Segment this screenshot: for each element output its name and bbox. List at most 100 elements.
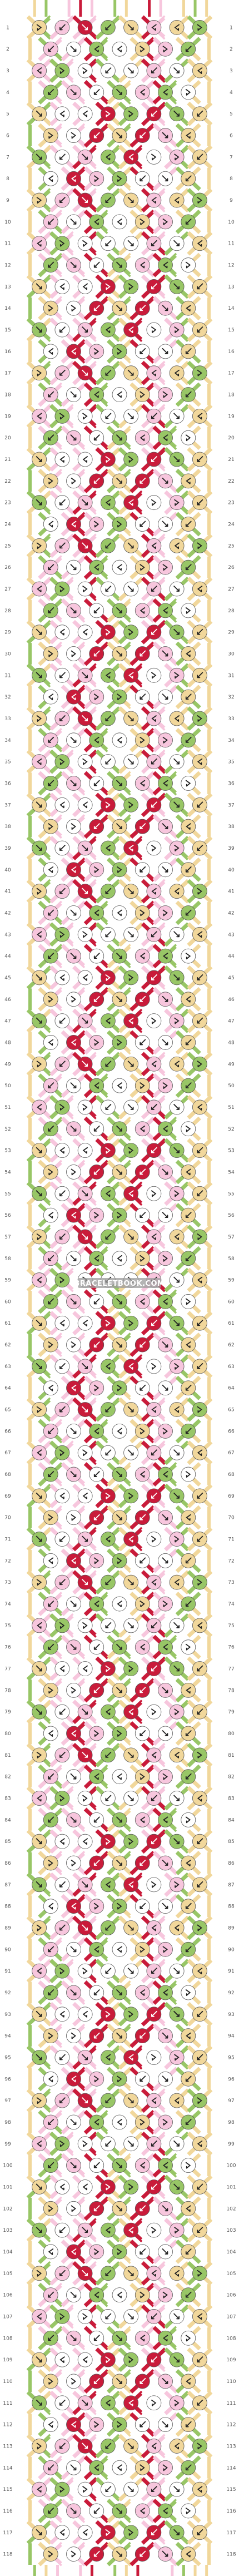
backward-forward-icon (105, 1708, 111, 1716)
backward-forward-icon (59, 110, 65, 117)
knot (112, 689, 127, 705)
arrow-down-left-icon (185, 348, 192, 354)
knot (89, 1726, 104, 1741)
backward-forward-icon (48, 521, 54, 528)
arrow-down-left-icon (105, 240, 112, 246)
arrow-down-left-icon (105, 586, 112, 592)
arrow-down-left-icon (105, 413, 112, 419)
backward-forward-icon (174, 542, 180, 549)
arrow-down-left-icon (93, 132, 100, 138)
backward-forward-icon (82, 283, 88, 290)
arrow-down-right-icon (82, 1708, 88, 1715)
arrow-down-left-icon (93, 1514, 100, 1520)
knot (54, 106, 70, 122)
backward-forward-icon (59, 628, 65, 636)
arrow-down-left-icon (151, 1449, 157, 1456)
forward-backward-icon (151, 153, 157, 161)
knot (100, 1488, 116, 1504)
backward-forward-icon (94, 736, 99, 744)
knot (135, 1639, 150, 1655)
arrow-down-right-icon (127, 1579, 134, 1586)
arrow-down-right-icon (82, 326, 88, 333)
backward-forward-icon (37, 931, 42, 938)
forward-backward-icon (162, 1255, 168, 1262)
backward-forward-icon (186, 1514, 191, 1521)
backward-forward-icon (37, 413, 42, 420)
arrow-down-right-icon (116, 1514, 122, 1520)
arrow-down-right-icon (82, 369, 88, 376)
knot (146, 1186, 162, 1201)
arrow-down-right-icon (127, 1751, 134, 1758)
backward-forward-icon (128, 1363, 134, 1370)
forward-backward-icon (162, 391, 168, 398)
arrow-down-left-icon (59, 499, 66, 506)
arrow-down-right-icon (70, 46, 77, 52)
forward-backward-icon (117, 175, 122, 182)
forward-backward-icon (185, 780, 191, 787)
knot (89, 1769, 104, 1785)
arrow-down-right-icon (70, 909, 77, 916)
knot (146, 1056, 162, 1072)
arrow-down-right-icon (70, 607, 77, 613)
knot (192, 711, 207, 726)
backward-forward-icon (163, 1643, 168, 1651)
knot (100, 1532, 116, 1547)
knot (66, 1682, 81, 1698)
arrow-down-right-icon (36, 974, 42, 980)
forward-backward-icon (174, 1708, 180, 1716)
backward-forward-icon (140, 89, 146, 96)
backward-forward-icon (117, 391, 122, 398)
backward-forward-icon (82, 1492, 88, 1499)
knot (32, 884, 47, 899)
backward-forward-icon (48, 866, 54, 873)
knot (146, 1402, 162, 1417)
knot (54, 1315, 70, 1331)
arrow-down-right-icon (82, 153, 88, 160)
knot (112, 732, 127, 748)
arrow-down-left-icon (105, 1233, 112, 1240)
backward-forward-icon (82, 974, 88, 981)
backward-forward-icon (174, 369, 180, 377)
knot (192, 192, 207, 208)
forward-backward-icon (174, 1881, 180, 1888)
arrow-down-left-icon (197, 326, 203, 333)
forward-backward-icon (36, 197, 42, 204)
forward-backward-icon (82, 1622, 88, 1629)
knot (43, 1682, 58, 1698)
knot (32, 927, 47, 942)
backward-forward-icon (37, 1449, 42, 1457)
arrow-down-left-icon (59, 1579, 66, 1586)
knot (66, 300, 81, 316)
arrow-down-left-icon (48, 736, 54, 743)
forward-backward-icon (185, 1643, 191, 1651)
knot (181, 776, 196, 791)
arrow-down-right-icon (116, 953, 122, 959)
arrow-down-left-icon (93, 89, 100, 95)
forward-backward-icon (59, 1104, 65, 1111)
backward-forward-icon (174, 1061, 180, 1068)
knot (123, 452, 139, 467)
backward-forward-icon (117, 46, 122, 53)
arrow-down-left-icon (197, 456, 203, 462)
arrow-down-left-icon (48, 1082, 54, 1089)
knot (123, 495, 139, 511)
forward-backward-icon (140, 218, 145, 225)
arrow-down-right-icon (70, 780, 77, 786)
arrow-down-right-icon (82, 499, 88, 506)
knot (158, 948, 173, 964)
arrow-down-right-icon (70, 1471, 77, 1477)
arrow-down-right-icon (127, 1406, 134, 1413)
knot (66, 862, 81, 878)
forward-backward-icon (197, 1579, 202, 1586)
forward-backward-icon (140, 46, 145, 53)
arrow-down-left-icon (105, 1104, 112, 1110)
arrow-down-right-icon (116, 434, 122, 441)
arrow-down-right-icon (70, 1816, 77, 1823)
knot (169, 495, 185, 511)
arrow-down-left-icon (140, 995, 146, 1002)
forward-backward-icon (128, 628, 134, 636)
knot (112, 517, 127, 532)
forward-backward-icon (162, 1082, 168, 1089)
arrow-down-right-icon (36, 845, 42, 851)
arrow-down-left-icon (197, 1363, 203, 1369)
